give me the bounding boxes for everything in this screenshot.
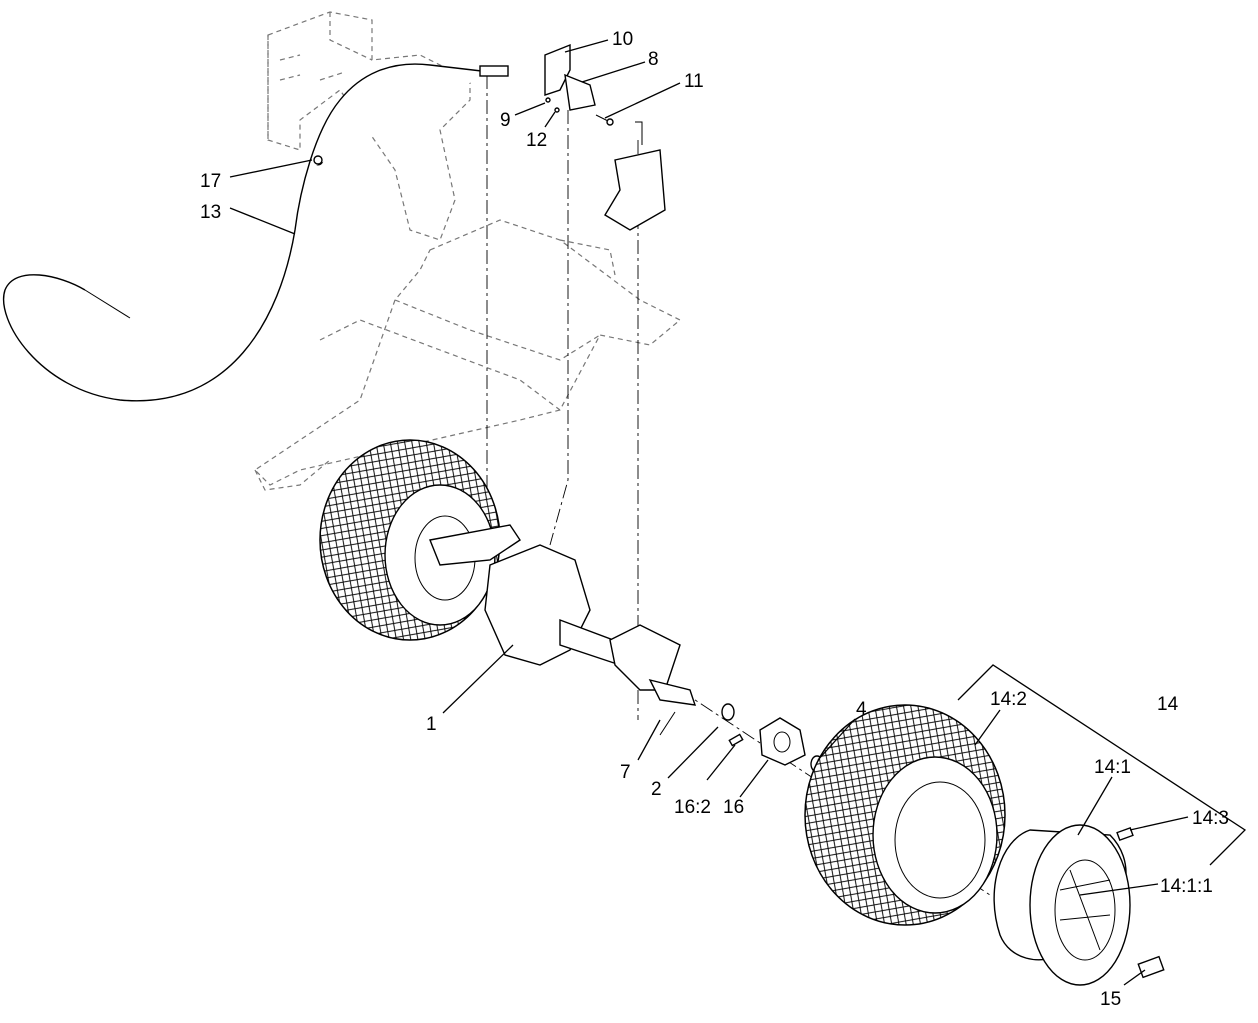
ghost-frame: [254, 219, 682, 491]
linkage-bracket: [544, 43, 614, 126]
callout-14-1-1: 14:1:1: [1160, 876, 1213, 897]
callout-1: 1: [426, 714, 437, 735]
callout-8: 8: [648, 49, 659, 70]
transaxle: [429, 524, 697, 706]
upright-bracket: [604, 121, 666, 231]
callout-2: 2: [651, 779, 662, 800]
callout-7: 7: [620, 762, 631, 783]
callout-13: 13: [200, 202, 221, 223]
callout-14: 14: [1157, 694, 1179, 715]
tire-14-2: [804, 704, 1006, 926]
group-bracket-14: [957, 664, 1247, 866]
callout-17: 17: [200, 171, 221, 192]
callout-16: 16: [723, 797, 744, 818]
callout-15: 15: [1100, 989, 1121, 1010]
callout-11: 11: [684, 71, 704, 92]
control-cable: [2, 63, 509, 402]
callout-16-2: 16:2: [674, 797, 711, 818]
callout-14-2: 14:2: [990, 689, 1027, 710]
callout-10: 10: [612, 29, 633, 50]
callout-14-1: 14:1: [1094, 757, 1131, 778]
callout-14-3: 14:3: [1192, 808, 1229, 829]
wheel-rim-14-1: [993, 824, 1165, 986]
leader-lines: [229, 39, 1189, 986]
callout-4: 4: [856, 699, 867, 720]
callout-labels: 10 8 11 9 12 17 13 1 7 2 16:2 16 4 14:2 …: [200, 29, 1229, 1010]
callout-12: 12: [526, 130, 547, 151]
callout-9: 9: [500, 110, 511, 131]
